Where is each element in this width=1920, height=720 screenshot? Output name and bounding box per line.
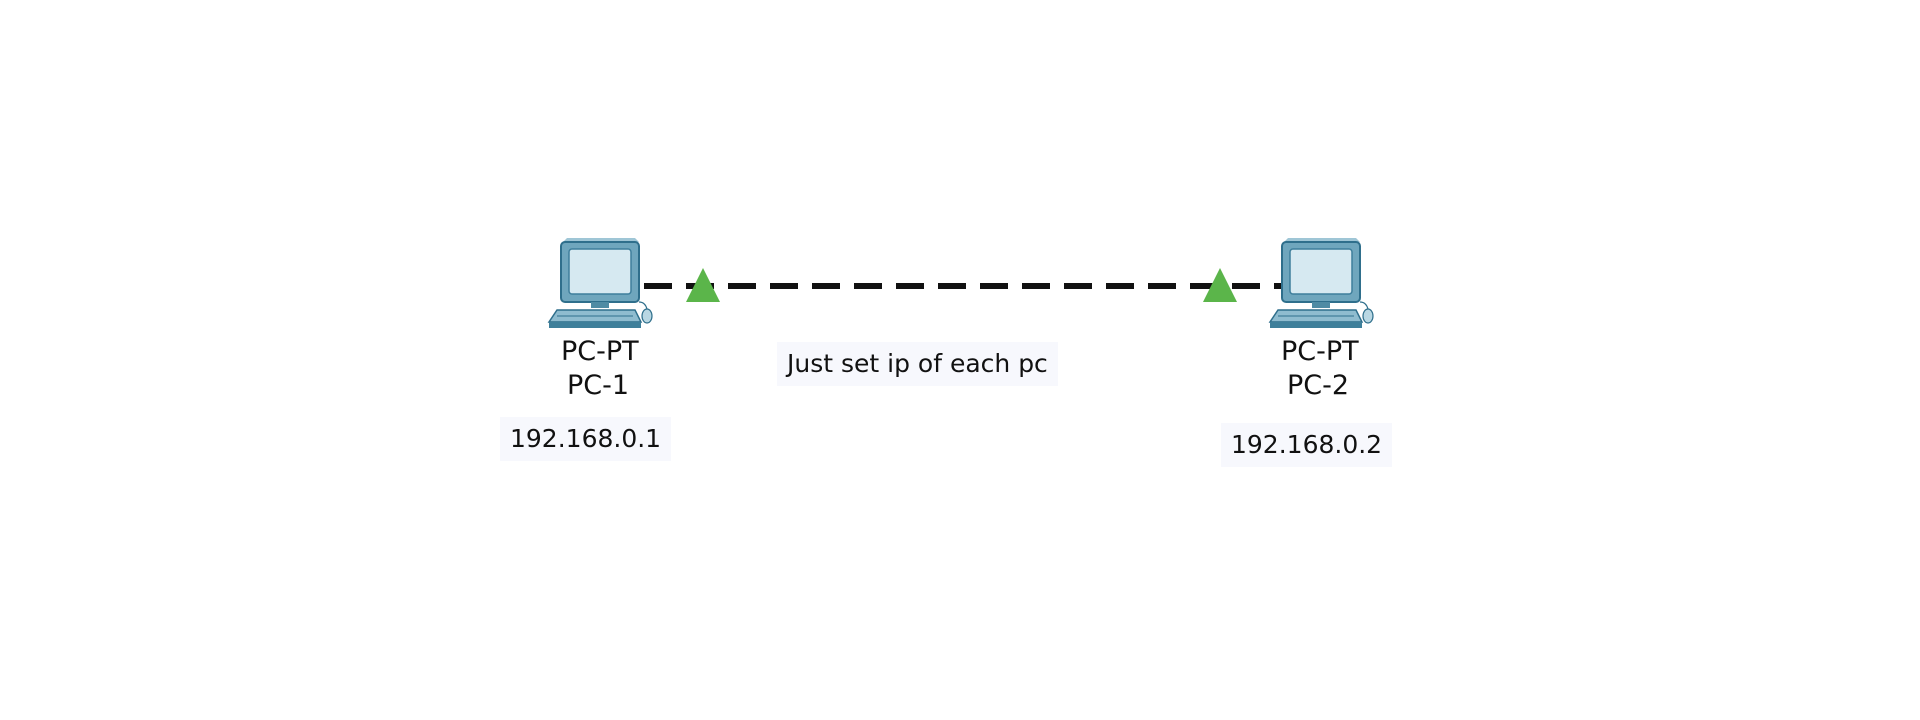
device-pc-2[interactable]	[1264, 236, 1374, 346]
device-name-label: PC-1	[567, 370, 630, 401]
pc-icon	[547, 238, 653, 328]
link-up-triangle-icon	[686, 268, 720, 302]
ip-note[interactable]: 192.168.0.2	[1221, 423, 1393, 467]
link-up-triangle-icon	[1203, 268, 1237, 302]
device-name-label: PC-2	[1287, 370, 1350, 401]
device-model-label: PC-PT	[1281, 336, 1359, 367]
instruction-note[interactable]: Just set ip of each pc	[777, 342, 1058, 386]
device-model-label: PC-PT	[561, 336, 639, 367]
pc-icon	[1268, 238, 1374, 328]
ip-note[interactable]: 192.168.0.1	[500, 417, 672, 461]
device-pc-1[interactable]	[543, 236, 653, 346]
